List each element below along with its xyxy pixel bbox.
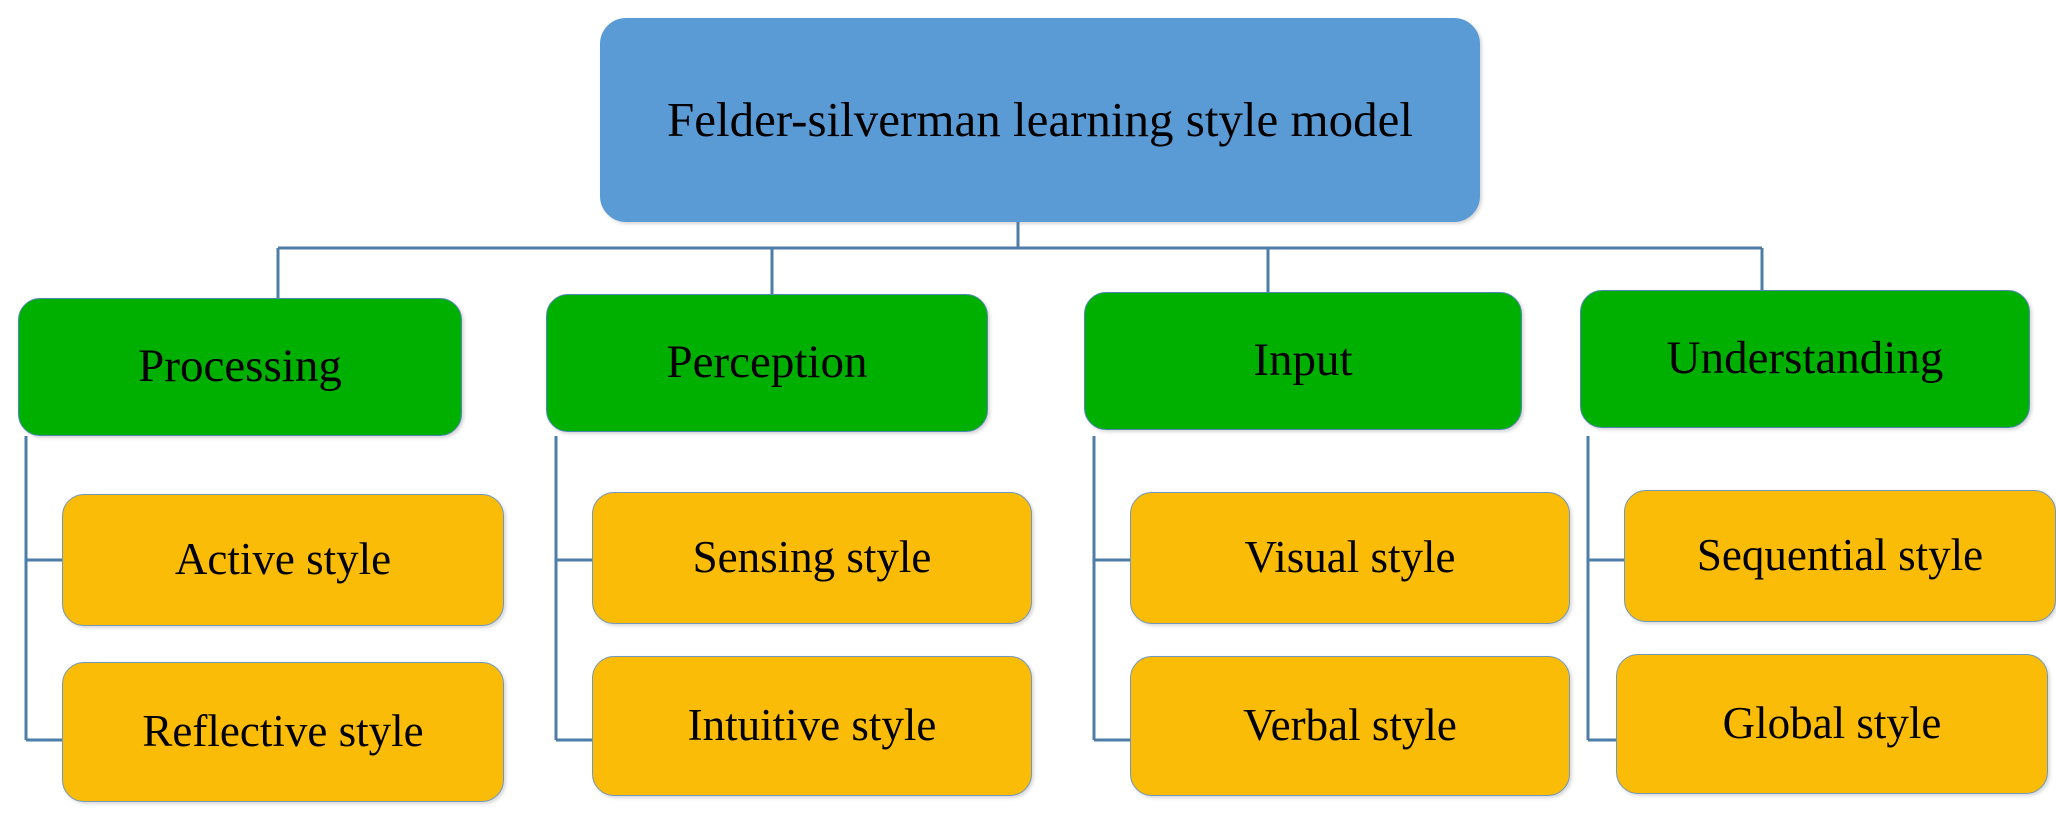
node-style-verbal-style[interactable]: Verbal style — [1130, 656, 1570, 796]
node-category-processing[interactable]: Processing — [18, 298, 462, 436]
node-category-perception[interactable]: Perception — [546, 294, 988, 432]
node-category-label: Understanding — [1666, 332, 1944, 385]
node-category-understanding[interactable]: Understanding — [1580, 290, 2030, 428]
node-style-sequential-style[interactable]: Sequential style — [1624, 490, 2056, 622]
node-style-label: Verbal style — [1243, 700, 1457, 751]
node-style-label: Sequential style — [1696, 530, 1984, 581]
node-style-intuitive-style[interactable]: Intuitive style — [592, 656, 1032, 796]
node-style-label: Active style — [174, 534, 392, 585]
node-style-label: Intuitive style — [687, 700, 937, 751]
node-style-reflective-style[interactable]: Reflective style — [62, 662, 504, 802]
node-style-global-style[interactable]: Global style — [1616, 654, 2048, 794]
node-style-sensing-style[interactable]: Sensing style — [592, 492, 1032, 624]
node-category-label: Perception — [666, 336, 868, 389]
node-category-label: Processing — [138, 340, 342, 393]
node-style-label: Sensing style — [692, 532, 932, 583]
node-category-input[interactable]: Input — [1084, 292, 1522, 430]
node-style-active-style[interactable]: Active style — [62, 494, 504, 626]
node-root-label: Felder-silverman learning style model — [666, 92, 1414, 148]
node-style-visual-style[interactable]: Visual style — [1130, 492, 1570, 624]
node-root-felder-silverman[interactable]: Felder-silverman learning style model — [600, 18, 1480, 222]
node-category-label: Input — [1253, 334, 1353, 387]
node-style-label: Visual style — [1244, 532, 1456, 583]
node-style-label: Reflective style — [142, 706, 424, 757]
node-style-label: Global style — [1722, 698, 1942, 749]
